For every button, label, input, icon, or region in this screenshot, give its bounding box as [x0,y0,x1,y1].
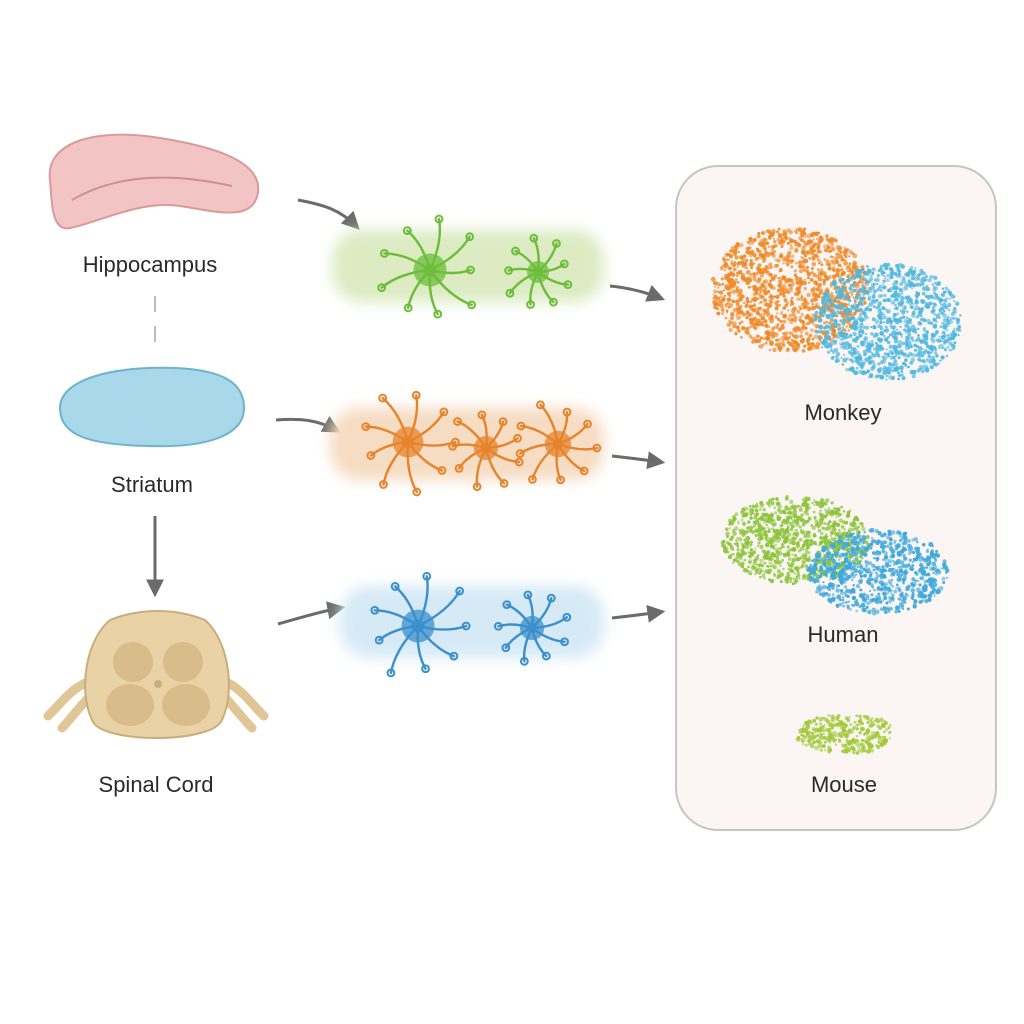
arrow-striatum-to-cells [275,416,341,433]
cluster-mouse [795,713,892,755]
blue-cells-row [340,571,604,678]
cluster-monkey-series-0 [710,227,870,353]
region-label-hippocampus: Hippocampus [83,252,218,277]
blue-cell [370,571,471,678]
green-cell [377,214,477,319]
arrow-blue-cells-to-panel [611,604,666,623]
blue-cells-band [340,586,604,658]
arrow-orange-cells-to-panel [611,451,666,470]
region-label-striatum: Striatum [111,472,193,497]
species-label-mouse: Mouse [811,772,877,797]
green-cells-band [332,230,604,302]
hippocampus-icon [48,133,260,230]
orange-cell [515,400,602,485]
arrow-green-cells-to-panel [609,284,666,302]
cluster-human-series-1 [806,527,950,616]
orange-cells-row [330,390,604,497]
arrow-hippocampus-to-cells [297,198,360,230]
orange-cell [448,410,524,492]
species-label-monkey: Monkey [804,400,881,425]
species-clusters [710,227,962,755]
region-label-spinal-cord: Spinal Cord [99,772,214,797]
cell-rows [330,214,604,678]
green-cell [504,233,573,309]
striatum-icon [58,366,246,448]
cluster-human [720,495,950,616]
blue-cell [493,590,572,666]
cluster-monkey-series-1 [812,262,962,381]
cluster-mouse-series-0 [795,713,892,755]
arrow-spinalcord-to-cells [277,601,346,626]
green-cells-row [332,214,604,319]
species-label-human: Human [808,622,879,647]
cluster-monkey [710,227,962,381]
spinal-cord-icon [43,610,269,739]
orange-cell [361,390,460,497]
